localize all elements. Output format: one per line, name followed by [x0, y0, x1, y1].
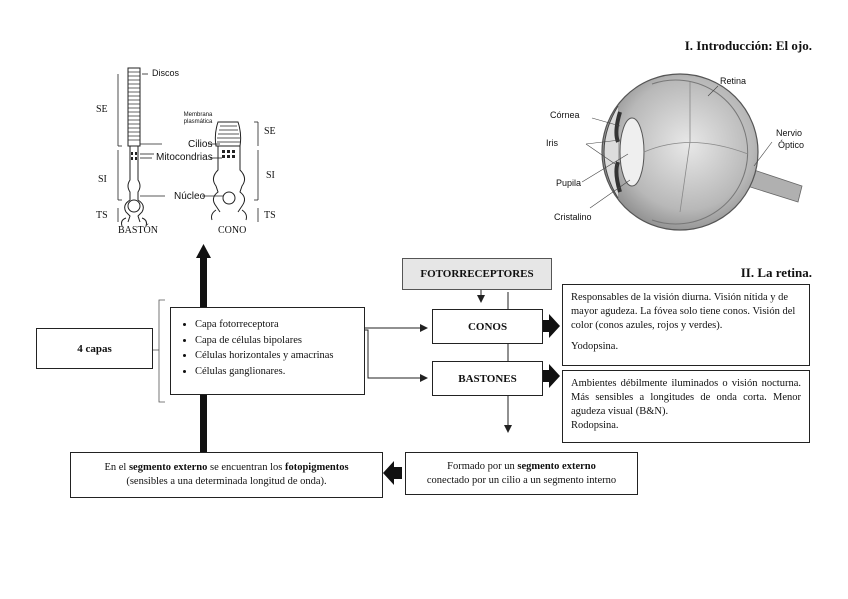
label-se-right: SE — [264, 126, 276, 137]
label-ts-left: TS — [96, 210, 108, 221]
bastones-description: Ambientes débilmente iluminados o visión… — [571, 378, 801, 417]
fotopig-bold-1: segmento externo — [128, 462, 208, 473]
fotorreceptores-box: FOTORRECEPTORES — [402, 258, 552, 290]
eye-drawing — [581, 73, 803, 231]
label-nervio: Nervio — [776, 128, 803, 138]
layers-list-box: Capa fotorreceptora Capa de células bipo… — [170, 307, 365, 395]
conos-block-arrow — [543, 314, 560, 338]
label-ts-right: TS — [264, 210, 276, 221]
layer-item: Capa de células bipolares — [195, 333, 360, 349]
segment-block-arrow — [383, 461, 402, 485]
rod-cone-drawing — [117, 67, 259, 227]
fotopig-text-1: En el — [104, 462, 129, 473]
label-si-right: SI — [266, 170, 275, 181]
intro-heading: I. Introducción: El ojo. — [684, 38, 812, 53]
layers-brace — [158, 299, 165, 403]
conos-box: CONOS — [432, 309, 543, 344]
segment-text-post: conectado por un cilio a un segmento int… — [426, 474, 617, 486]
layers-list: Capa fotorreceptora Capa de células bipo… — [177, 317, 360, 379]
label-iris: Iris — [546, 138, 558, 148]
label-pupila: Pupila — [556, 178, 582, 188]
label-baston: BASTÓN — [118, 225, 159, 236]
rod-cone-illustration: Discos Membrana plasmática Cilios Mitoco… — [90, 60, 290, 245]
big-up-arrow-head — [196, 244, 211, 258]
fotopig-text-2: se encuentran los — [207, 462, 285, 473]
fotopig-bold-2: fotopigmentos — [284, 462, 349, 473]
bastones-pigment: Rodopsina. — [571, 420, 619, 431]
bastones-box: BASTONES — [432, 361, 543, 396]
conos-label: CONOS — [467, 320, 508, 333]
label-retina: Retina — [720, 76, 747, 86]
label-cono: CONO — [218, 225, 247, 236]
layer-item: Células horizontales y amacrinas — [195, 348, 360, 364]
label-optico: Óptico — [778, 140, 805, 150]
label-cornea: Córnea — [550, 110, 580, 120]
label-discos: Discos — [152, 68, 180, 78]
segment-box: Formado por un segmento externo conectad… — [405, 452, 638, 495]
eye-illustration: Retina Córnea Iris Pupila Cristalino Ner… — [540, 62, 820, 252]
segment-text-pre: Formado por un — [447, 460, 518, 472]
label-cilios: Cilios — [188, 139, 213, 150]
layer-item: Células ganglionares. — [195, 364, 360, 380]
four-layers-box: 4 capas — [36, 328, 153, 369]
segment-text-bold: segmento externo — [517, 460, 596, 472]
label-membrana: Membrana plasmática — [183, 112, 213, 125]
bastones-block-arrow — [543, 364, 560, 388]
label-mitocondrias: Mitocondrias — [156, 152, 213, 163]
label-si-left: SI — [98, 174, 107, 185]
fotorreceptores-label: FOTORRECEPTORES — [420, 268, 534, 280]
fotopig-text-3: (sensibles a una determinada longitud de… — [126, 476, 327, 487]
bastones-label: BASTONES — [458, 372, 517, 385]
four-layers-label: 4 capas — [77, 342, 112, 355]
label-se-left: SE — [96, 104, 108, 115]
layer-item: Capa fotorreceptora — [195, 317, 360, 333]
conos-description: Responsables de la visión diurna. Visión… — [571, 292, 796, 331]
label-cristalino: Cristalino — [554, 212, 592, 222]
conos-description-box: Responsables de la visión diurna. Visión… — [562, 284, 810, 366]
fotopigmentos-box: En el segmento externo se encuentran los… — [70, 452, 383, 498]
retina-heading: II. La retina. — [740, 265, 812, 280]
conos-pigment: Yodopsina. — [571, 341, 619, 352]
bastones-description-box: Ambientes débilmente iluminados o visión… — [562, 370, 810, 443]
label-nucleo: Núcleo — [174, 191, 206, 202]
